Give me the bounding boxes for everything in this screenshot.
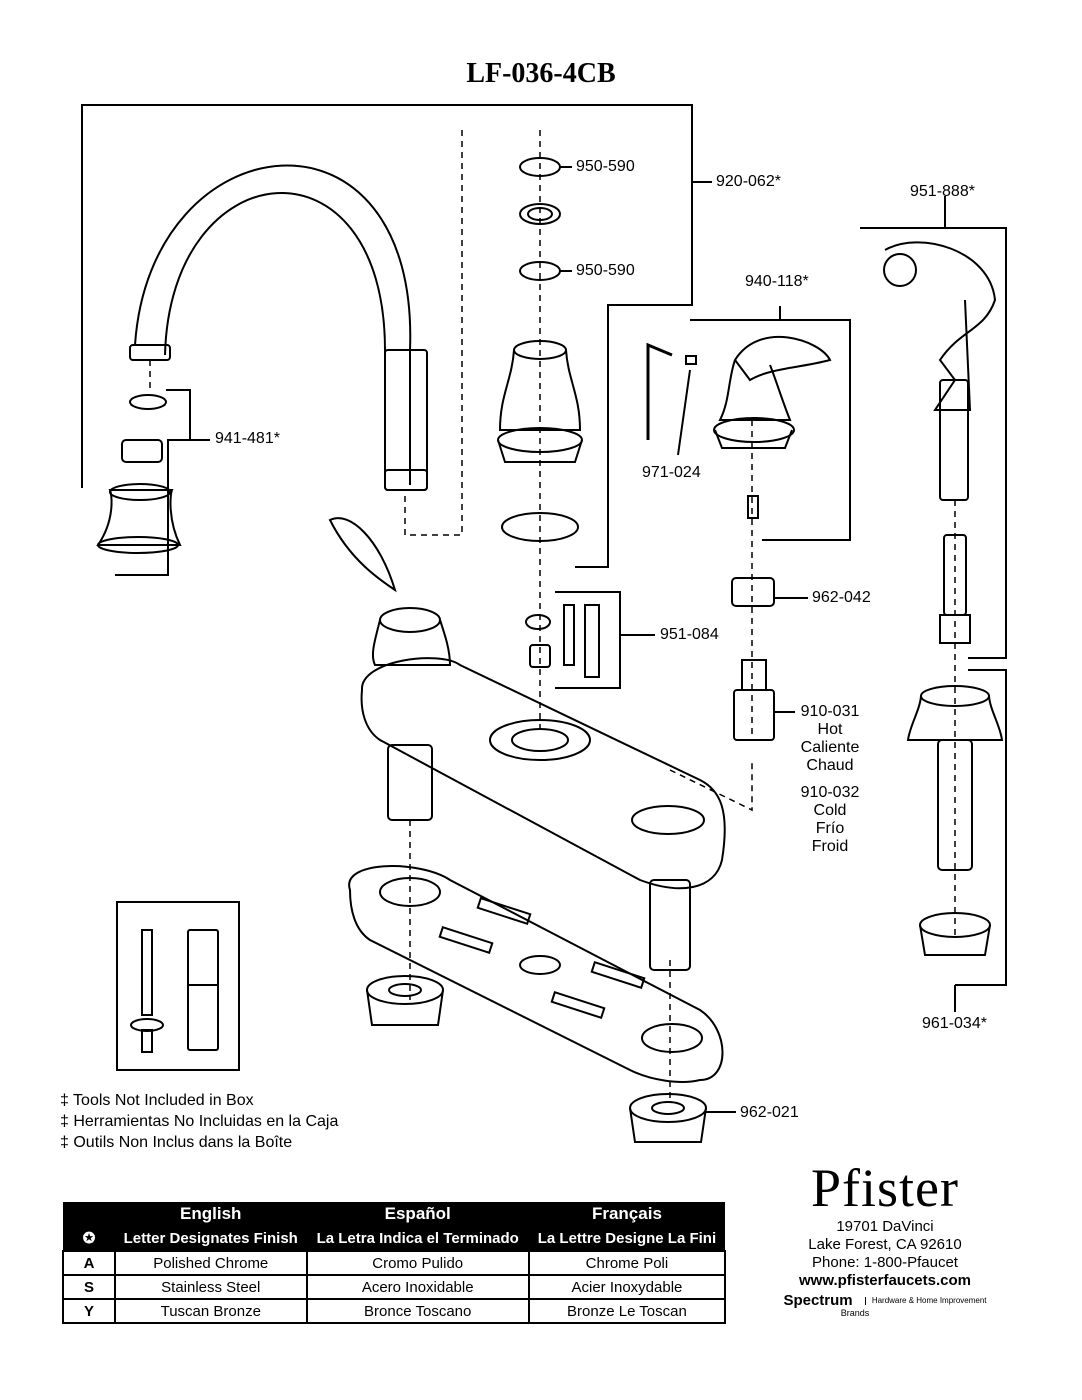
- address-line: 19701 DaVinci: [836, 1218, 934, 1235]
- part-label: 951-084: [660, 626, 719, 643]
- finish-fr: Acier Inoxydable: [527, 1274, 727, 1300]
- key-symbol-icon: ✪: [63, 1226, 115, 1251]
- part-label: 951-888*: [910, 183, 975, 200]
- part-label: 971-024: [642, 464, 701, 481]
- header-espanol: Español: [306, 1202, 529, 1226]
- part-label: 920-062*: [716, 173, 781, 190]
- finish-es: Acero Inoxidable: [305, 1274, 530, 1300]
- hot-es: Caliente: [800, 739, 860, 756]
- center-escutcheon: [497, 340, 583, 463]
- address-line: Lake Forest, CA 92610: [808, 1236, 962, 1253]
- finish-key: A: [62, 1250, 116, 1276]
- tools-box: [116, 901, 240, 1071]
- table-corner: [63, 1202, 115, 1226]
- finish-key: S: [62, 1274, 116, 1300]
- cold-en: Cold: [813, 802, 847, 819]
- website-link[interactable]: www.pfisterfaucets.com: [799, 1272, 971, 1289]
- parent-tagline: Hardware & Home Improvement: [864, 1297, 987, 1306]
- parent-brand: Spectrum: [783, 1292, 853, 1309]
- diagram-title: LF-036-4CB: [466, 58, 616, 89]
- brand-address: 19701 DaVinci Lake Forest, CA 92610 Phon…: [760, 1218, 1010, 1290]
- note-fr: ‡ Outils Non Inclus dans la Boîte: [60, 1134, 293, 1151]
- subheader-english: Letter Designates Finish: [115, 1226, 307, 1251]
- part-label: 961-034*: [922, 1015, 987, 1032]
- mounting-nut-left: [366, 975, 444, 1026]
- table-row: A Polished Chrome Cromo Pulido Chrome Po…: [62, 1250, 727, 1276]
- finish-fr: Chrome Poli: [527, 1250, 727, 1276]
- finish-es: Cromo Pulido: [305, 1250, 530, 1276]
- part-label: 941-481*: [215, 430, 280, 447]
- handle-group-bracket: [690, 319, 851, 541]
- lever-handle: [713, 335, 832, 449]
- finish-en: Stainless Steel: [114, 1274, 308, 1300]
- finish-en: Polished Chrome: [114, 1250, 308, 1276]
- cold-fr: Froid: [811, 838, 849, 855]
- part-label: 962-021: [740, 1104, 799, 1121]
- cold-es: Frío: [815, 820, 845, 837]
- part-number: 910-031: [800, 703, 860, 720]
- table-row: S Stainless Steel Acero Inoxidable Acier…: [62, 1274, 727, 1300]
- finish-fr: Bronze Le Toscan: [527, 1298, 727, 1324]
- sprayer-base: [906, 685, 1004, 956]
- finish-table: English Español Français ✪ Letter Design…: [62, 1202, 727, 1324]
- subheader-francais: La Lettre Designe La Fini: [528, 1226, 725, 1251]
- cold-cartridge-label: 910-032 Cold Frío Froid: [795, 784, 865, 856]
- part-number: 910-032: [800, 784, 860, 801]
- hot-fr: Chaud: [806, 757, 854, 774]
- tools-notes: ‡ Tools Not Included in Box ‡ Herramient…: [60, 1090, 338, 1153]
- faucet-body: [328, 517, 726, 971]
- table-row: Y Tuscan Bronze Bronce Toscano Bronze Le…: [62, 1298, 727, 1324]
- header-english: English: [115, 1202, 307, 1226]
- spout: [129, 164, 428, 491]
- parent-sub: Brands: [840, 1308, 870, 1318]
- phone: Phone: 1-800-Pfaucet: [812, 1254, 958, 1271]
- part-label: 940-118*: [745, 273, 809, 290]
- spectrum-brands-logo: Spectrum Hardware & Home Improvement Bra…: [760, 1292, 1010, 1318]
- mounting-nut-right: [629, 1093, 707, 1143]
- part-label: 950-590: [576, 158, 635, 175]
- brand-block: Pfister 19701 DaVinci Lake Forest, CA 92…: [760, 1158, 1010, 1318]
- pfister-logo: Pfister: [811, 1158, 959, 1218]
- part-label: 950-590: [576, 262, 635, 279]
- spout-group-bracket: [81, 104, 693, 568]
- subheader-espanol: La Letra Indica el Terminado: [306, 1226, 529, 1251]
- base-gasket: [348, 865, 724, 1083]
- hot-cartridge-label: 910-031 Hot Caliente Chaud: [795, 703, 865, 775]
- sprayer-bracket: [860, 227, 1007, 659]
- note-en: ‡ Tools Not Included in Box: [60, 1092, 254, 1109]
- finish-key: Y: [62, 1298, 116, 1324]
- header-francais: Français: [528, 1202, 725, 1226]
- finish-en: Tuscan Bronze: [114, 1298, 308, 1324]
- aerator-parts: [96, 394, 182, 554]
- part-label: 962-042: [812, 589, 871, 606]
- side-sprayer: [883, 241, 997, 644]
- note-es: ‡ Herramientas No Incluidas en la Caja: [60, 1113, 339, 1130]
- hot-en: Hot: [817, 721, 843, 738]
- finish-es: Bronce Toscano: [305, 1298, 530, 1324]
